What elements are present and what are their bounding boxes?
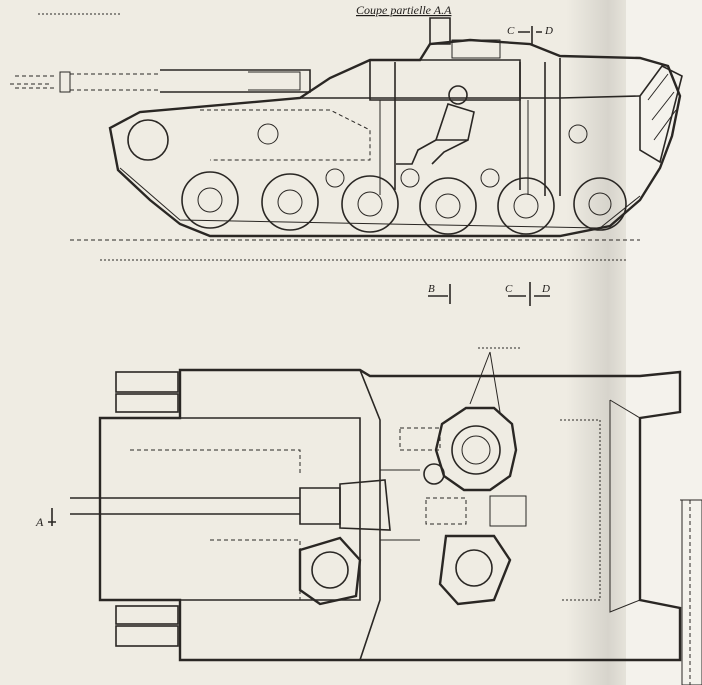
cupola-sight	[423, 463, 445, 485]
driver-hatch-outline	[438, 534, 512, 606]
commander-sight	[429, 17, 451, 45]
plan-interior-dashed-2	[210, 539, 301, 600]
upper-deck	[300, 95, 641, 99]
turret-body	[369, 59, 521, 101]
callout-leaders	[469, 351, 501, 413]
commander-cupola	[423, 406, 518, 492]
gun-barrel	[70, 73, 160, 91]
rear-deck-edge	[609, 399, 641, 613]
equipment-box-1	[489, 495, 527, 527]
hull-interior-lines	[200, 109, 371, 161]
muzzle-device	[59, 71, 71, 93]
rear-hatch-detail	[647, 73, 677, 141]
engine-grille	[560, 419, 601, 601]
drive-sprocket	[127, 119, 169, 161]
cupola-outline	[434, 406, 518, 492]
side-view	[10, 17, 683, 261]
section-marker-c-d-top: C D	[507, 25, 553, 44]
road-wheel-2	[261, 173, 319, 231]
marker-b-arrow	[428, 284, 451, 304]
bulkhead	[544, 58, 561, 196]
plan-detail-lines	[380, 469, 420, 541]
loader-hatch-outline	[298, 536, 362, 606]
marker-a: A	[35, 515, 44, 529]
road-wheels	[181, 171, 627, 235]
hull-periscope	[257, 123, 279, 145]
turret-ring-lines	[379, 100, 529, 195]
crew-torso	[434, 103, 475, 141]
road-wheel-hub-2	[277, 189, 303, 215]
gun-barrel-extension	[15, 75, 55, 89]
crew-head	[448, 85, 468, 105]
facing-page	[626, 0, 702, 685]
gun-mantlet	[299, 487, 341, 525]
marker-d-top: D	[544, 25, 553, 37]
marker-b: B	[428, 283, 435, 295]
cupola-hatch	[451, 425, 501, 475]
equipment-box-2	[425, 497, 467, 525]
crew-figure	[396, 85, 475, 165]
facing-page-fragment	[680, 499, 702, 685]
road-wheel-hub-4	[435, 193, 461, 219]
plan-view: A	[35, 347, 682, 662]
marker-c-d-arrow	[508, 282, 550, 306]
barrel-main	[160, 69, 311, 93]
plan-interior-dashed	[130, 449, 301, 476]
return-roller-2	[400, 168, 420, 188]
marker-c-bottom: C	[505, 283, 513, 295]
gun-breech	[339, 479, 391, 531]
plan-gun-barrel	[70, 497, 300, 515]
driver-hatch	[438, 534, 512, 606]
track-front-left-upper	[115, 371, 179, 393]
rear-hatch-open	[639, 64, 683, 164]
section-title: Coupe partielle A.A	[356, 3, 452, 17]
glacis-edge	[359, 369, 381, 661]
road-wheel-6	[573, 177, 627, 231]
road-wheel-3	[341, 175, 399, 233]
track-rear-left-lower	[115, 625, 179, 647]
track-rear-left-upper	[115, 605, 179, 625]
cupola-hatch-inner	[461, 435, 491, 465]
marker-c-top: C	[507, 25, 515, 37]
road-wheel-hub-3	[357, 191, 383, 217]
return-rollers	[325, 168, 500, 188]
return-roller-3	[480, 168, 500, 188]
rear-fitting	[568, 124, 588, 144]
turret-basket-walls	[394, 62, 521, 190]
front-deck	[180, 417, 361, 601]
road-wheel-hub-5	[513, 193, 539, 219]
track-front-left-lower	[115, 393, 179, 413]
crew-legs	[396, 139, 469, 165]
section-marker-a: A	[35, 508, 56, 529]
facing-block	[681, 499, 702, 685]
road-wheel-4	[419, 177, 477, 235]
marker-d-bottom: D	[541, 283, 550, 295]
loader-hatch-lid	[311, 551, 349, 589]
road-wheel-hub-1	[197, 187, 223, 213]
road-wheel-5	[497, 177, 555, 235]
loader-hatch	[298, 536, 362, 606]
hull-outline	[108, 38, 682, 238]
plan-hull-outline	[98, 368, 682, 662]
return-roller-1	[325, 168, 345, 188]
marker-a-arrow	[48, 508, 56, 526]
road-wheel-hub-6	[588, 192, 612, 216]
marker-arrow-top	[518, 26, 542, 44]
equipment-box-3	[399, 427, 441, 451]
driver-hatch-lid	[455, 549, 493, 587]
road-wheel-1	[181, 171, 239, 229]
turret-roof-block	[451, 39, 501, 59]
barrel-sleeve	[248, 71, 301, 91]
section-markers-bottom: B C D	[428, 282, 550, 306]
book-binding-shadow	[566, 0, 626, 685]
